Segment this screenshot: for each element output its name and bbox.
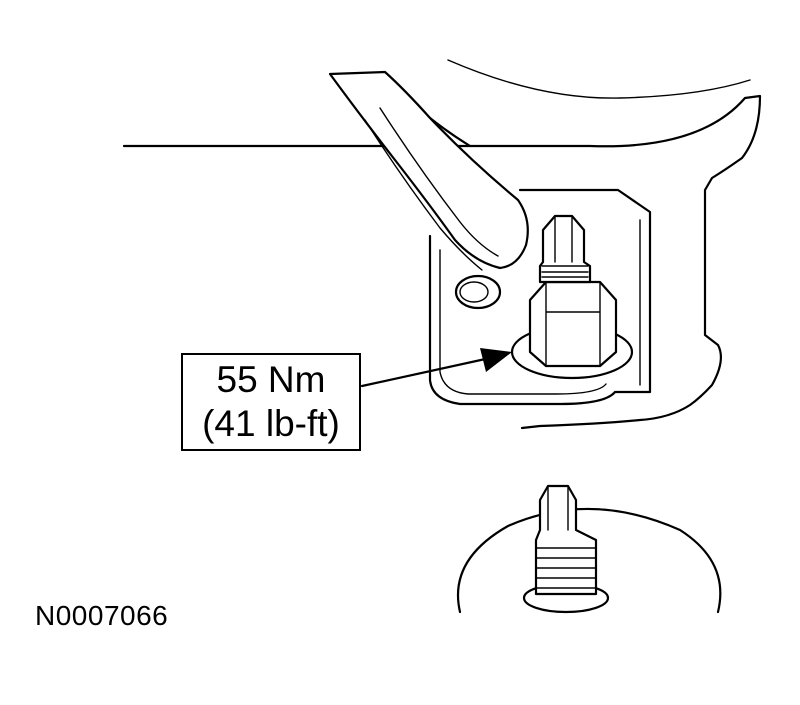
pocket-outline — [428, 188, 652, 406]
leader-line — [360, 356, 492, 388]
lower-stud — [534, 484, 598, 596]
figure-id: N0007066 — [35, 600, 169, 631]
torque-metric: 55 Nm — [216, 359, 326, 400]
lug-hole — [454, 274, 502, 310]
pocket-inner — [439, 249, 607, 395]
mounting-disc — [456, 507, 722, 614]
control-arm-edge-2 — [379, 107, 499, 257]
upper-stud-thread — [541, 215, 589, 278]
upper-curve-2 — [447, 59, 751, 99]
knuckle-outline — [374, 94, 762, 430]
torque-imperial: (41 lb-ft) — [202, 403, 340, 444]
control-arm-edge — [364, 119, 483, 271]
nut-hex — [528, 280, 618, 368]
nut-face — [545, 281, 601, 367]
lug-hole-inner — [459, 281, 489, 303]
control-arm — [328, 70, 529, 270]
leader-arrowhead — [480, 348, 512, 372]
lower-stud-thread — [535, 485, 597, 589]
torque-callout: 55 Nm (41 lb-ft) — [181, 353, 361, 451]
